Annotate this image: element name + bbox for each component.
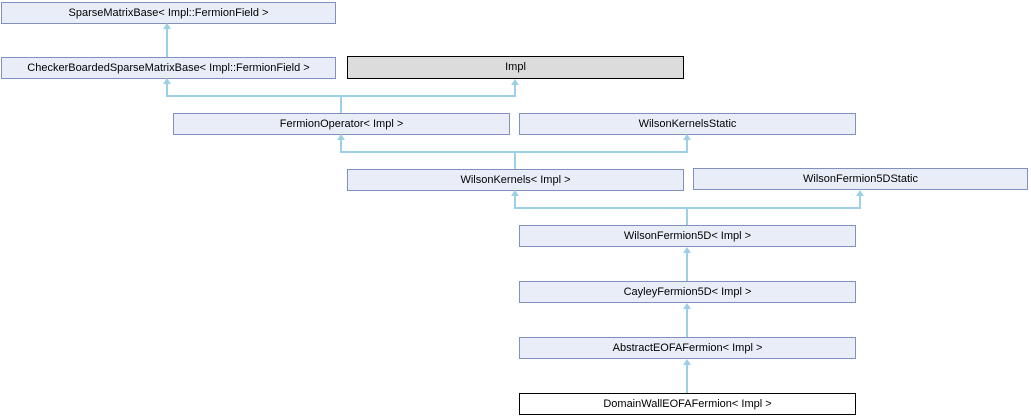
inheritance-edge <box>340 139 342 152</box>
inheritance-edge <box>686 207 688 225</box>
inheritance-edge <box>859 195 861 208</box>
class-node-checker-boarded-sparse-matrix-base[interactable]: CheckerBoardedSparseMatrixBase< Impl::Fe… <box>1 57 336 79</box>
inheritance-edge <box>514 207 861 209</box>
inheritance-edge <box>686 252 688 281</box>
class-node-wilson-kernels-static[interactable]: WilsonKernelsStatic <box>519 113 856 135</box>
inheritance-arrowhead <box>683 134 691 140</box>
inheritance-arrowhead <box>683 359 691 365</box>
class-node-sparse-matrix-base[interactable]: SparseMatrixBase< Impl::FermionField > <box>1 2 336 24</box>
inheritance-arrowhead <box>511 79 519 85</box>
inheritance-edge <box>166 28 168 57</box>
inheritance-edge <box>686 139 688 152</box>
inheritance-arrowhead <box>683 247 691 253</box>
inheritance-arrowhead <box>511 190 519 196</box>
class-node-impl: Impl <box>347 56 684 79</box>
class-node-wilson-fermion-5d[interactable]: WilsonFermion5D< Impl > <box>519 225 856 247</box>
inheritance-edge <box>514 84 516 96</box>
inheritance-edge <box>514 151 516 169</box>
class-node-domain-wall-eofa-fermion: DomainWallEOFAFermion< Impl > <box>519 393 856 415</box>
inheritance-arrowhead <box>163 78 171 84</box>
inheritance-edge <box>166 83 168 96</box>
class-node-cayley-fermion-5d[interactable]: CayleyFermion5D< Impl > <box>519 281 856 303</box>
inheritance-arrowhead <box>337 134 345 140</box>
inheritance-arrowhead <box>856 190 864 196</box>
inheritance-arrowhead <box>163 23 171 29</box>
class-node-wilson-kernels[interactable]: WilsonKernels< Impl > <box>347 169 684 191</box>
inheritance-edge <box>514 195 516 208</box>
class-node-wilson-fermion-5d-static[interactable]: WilsonFermion5DStatic <box>693 168 1028 190</box>
class-node-abstract-eofa-fermion[interactable]: AbstractEOFAFermion< Impl > <box>519 337 856 359</box>
inheritance-arrowhead <box>683 303 691 309</box>
inheritance-edge <box>340 95 342 113</box>
inheritance-edge <box>686 364 688 393</box>
class-node-fermion-operator[interactable]: FermionOperator< Impl > <box>173 113 510 135</box>
inheritance-edge <box>686 308 688 337</box>
